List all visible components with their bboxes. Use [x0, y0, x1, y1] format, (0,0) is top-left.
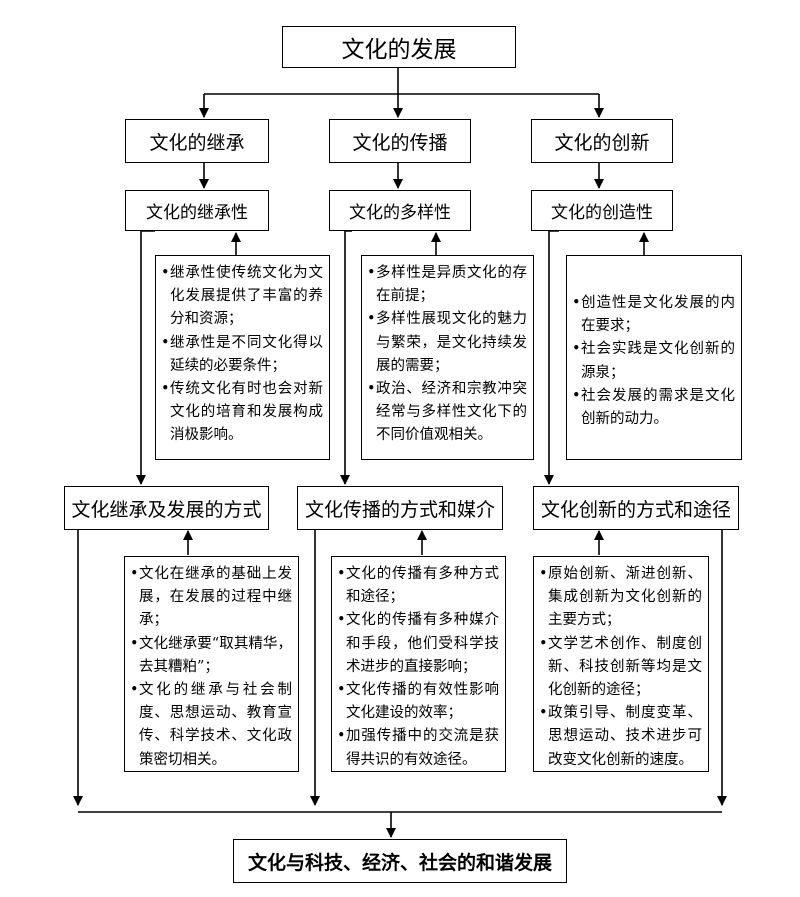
- note-item: 文学艺术创作、制度创新、科技创新等均是文化创新的途径；: [539, 633, 702, 703]
- branch-box-inherit: 文化的继承: [125, 119, 269, 163]
- note-item: 社会发展的需求是文化创新的动力。: [572, 385, 735, 431]
- note-item: 多样性展现文化的魅力与繁荣，是文化持续发展的需要；: [367, 308, 527, 378]
- note-item: 多样性是异质文化的存在前提；: [367, 262, 527, 308]
- feature-box-innovate: 文化的创造性: [531, 190, 673, 231]
- branch-box-spread: 文化的传播: [329, 119, 471, 163]
- note-item: 文化的继承与社会制度、思想运动、教育宣传、科学技术、文化政策密切相关。: [130, 679, 292, 772]
- note-item: 原始创新、渐进创新、集成创新为文化创新的主要方式；: [539, 563, 702, 633]
- method-box-spread: 文化传播的方式和媒介: [297, 486, 503, 530]
- note-item: 文化传播的有效性影响文化建设的效率；: [337, 679, 499, 725]
- method-box-inherit: 文化继承及发展的方式: [64, 486, 269, 530]
- method-notes-spread: 文化的传播有多种方式和途径； 文化的传播有多种媒介和手段，他们受科学技术进步的直…: [331, 556, 506, 772]
- note-item: 继承性使传统文化为文化发展提供了丰富的养分和资源；: [161, 262, 323, 332]
- note-item: 政策引导、制度变革、思想运动、技术进步可改变文化创新的速度。: [539, 702, 702, 772]
- note-item: 传统文化有时也会对新文化的培育和发展构成消极影响。: [161, 378, 323, 448]
- feature-notes-innovate: 创造性是文化发展的内在要求； 社会实践是文化创新的源泉； 社会发展的需求是文化创…: [566, 255, 742, 460]
- branch-box-innovate: 文化的创新: [531, 119, 673, 163]
- feature-box-inherit: 文化的继承性: [125, 190, 269, 231]
- arrow-feature-to-method-inherit: [136, 230, 155, 485]
- feature-box-spread: 文化的多样性: [329, 190, 471, 231]
- note-item: 文化的传播有多种媒介和手段，他们受科学技术进步的直接影响；: [337, 609, 499, 679]
- note-item: 创造性是文化发展的内在要求；: [572, 292, 735, 338]
- method-notes-innovate: 原始创新、渐进创新、集成创新为文化创新的主要方式； 文学艺术创作、制度创新、科技…: [533, 556, 709, 772]
- feature-notes-inherit: 继承性使传统文化为文化发展提供了丰富的养分和资源； 继承性是不同文化得以延续的必…: [155, 255, 330, 460]
- diagram-title: 文化的发展: [282, 26, 516, 68]
- diagram-footer: 文化与科技、经济、社会的和谐发展: [233, 839, 567, 883]
- note-item: 文化继承要“取其精华，去其糟粕”；: [130, 633, 292, 679]
- note-item: 社会实践是文化创新的源泉；: [572, 338, 735, 384]
- note-item: 文化在继承的基础上发展，在发展的过程中继承；: [130, 563, 292, 633]
- method-box-innovate: 文化创新的方式和途径: [533, 486, 739, 530]
- note-item: 加强传播中的交流是获得共识的有效途径。: [337, 725, 499, 771]
- method-notes-inherit: 文化在继承的基础上发展，在发展的过程中继承； 文化继承要“取其精华，去其糟粕”；…: [124, 556, 299, 772]
- note-item: 文化的传播有多种方式和途径；: [337, 563, 499, 609]
- arrow-feature-to-method-spread: [340, 230, 352, 485]
- feature-notes-spread: 多样性是异质文化的存在前提； 多样性展现文化的魅力与繁荣，是文化持续发展的需要；…: [361, 255, 534, 460]
- arrow-feature-to-method-innovate: [544, 230, 559, 485]
- note-item: 政治、经济和宗教冲突经常与多样性文化下的不同价值观相关。: [367, 378, 527, 448]
- note-item: 继承性是不同文化得以延续的必要条件；: [161, 332, 323, 378]
